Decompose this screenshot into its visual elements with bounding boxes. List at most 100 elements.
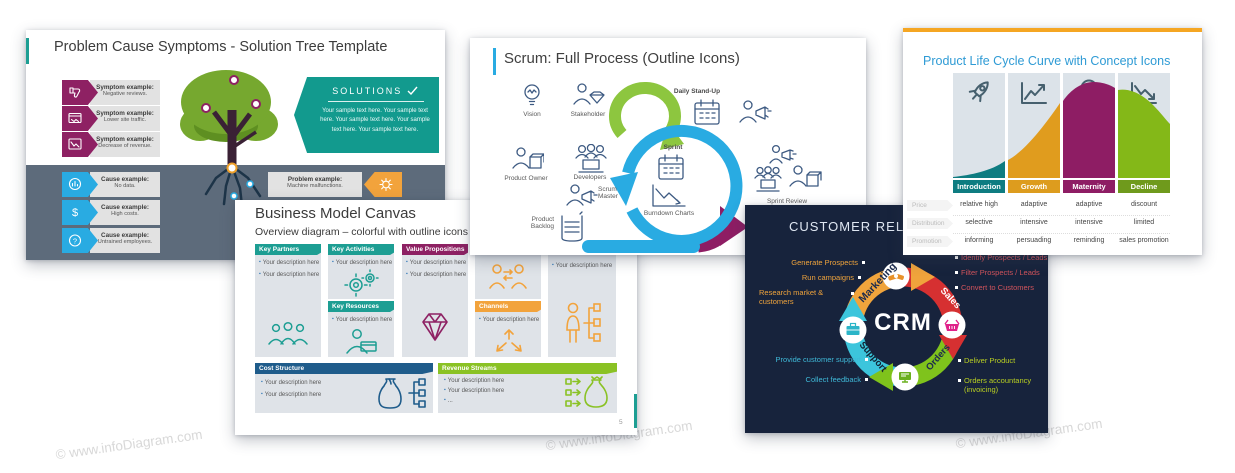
briefcase-icon bbox=[846, 322, 860, 335]
page-number: 5 bbox=[619, 419, 623, 426]
cause-desc: High costs. bbox=[111, 211, 139, 217]
support-item: Collect feedback bbox=[805, 375, 861, 384]
stage-introduction: Introduction bbox=[953, 180, 1005, 193]
bullet-dot bbox=[851, 292, 854, 295]
person-money-icon bbox=[346, 329, 377, 354]
cause-desc: Untrained employees. bbox=[97, 239, 153, 245]
bmc-key-partners: Key Partners Your description here Your … bbox=[255, 244, 321, 357]
person-segments-icon bbox=[566, 302, 601, 343]
sales-item: Filter Prospects / Leads bbox=[961, 268, 1040, 277]
symptom-row: Symptom example: Lower site traffic. bbox=[90, 106, 160, 131]
orders-item: Deliver Product bbox=[964, 356, 1016, 365]
section-header: Key Resources bbox=[328, 301, 394, 312]
bullet-item: Your description here bbox=[261, 379, 321, 386]
cell: discount bbox=[1130, 201, 1158, 208]
symptom-row: Symptom example: Decrease of revenue. bbox=[90, 132, 160, 157]
orders-item: Orders accountancy (invoicing) bbox=[964, 376, 1032, 395]
row-label: Distribution bbox=[907, 218, 953, 229]
slide-business-model-canvas-thumbnail[interactable]: Business Model Canvas Overview diagram –… bbox=[235, 200, 637, 435]
solutions-callout: SOLUTIONS Your sample text here. Your sa… bbox=[294, 77, 439, 153]
review-person-box-icon bbox=[789, 165, 822, 187]
symptom-label: Symptom example: bbox=[96, 136, 154, 143]
dollar-icon: $ bbox=[72, 207, 78, 219]
symptom-label: Symptom example: bbox=[96, 84, 154, 91]
solution-tree-illustration bbox=[180, 70, 278, 208]
support-arrowhead bbox=[839, 297, 867, 321]
marketing-item: Generate Prospects bbox=[791, 258, 858, 267]
scrum-master-label: Scrum Master bbox=[598, 186, 618, 200]
bullet-dot bbox=[865, 378, 868, 381]
table-row: Price relative high adaptive adaptive di… bbox=[903, 198, 1202, 214]
rocket-icon bbox=[968, 81, 989, 103]
cause-row: Cause example: Untrained employees. bbox=[90, 228, 160, 253]
solutions-header: SOLUTIONS bbox=[316, 86, 434, 96]
stage-decline: Decline bbox=[1118, 180, 1170, 193]
slide-scrum-process-thumbnail[interactable]: Scrum: Full Process (Outline Icons) Visi… bbox=[470, 38, 866, 255]
accent-bar bbox=[26, 38, 29, 64]
cell: intensive bbox=[1075, 219, 1103, 226]
cause-label: Cause example: bbox=[101, 176, 149, 183]
table-row: Distribution selective intensive intensi… bbox=[903, 216, 1202, 232]
cell: relative high bbox=[960, 201, 998, 208]
computer-icon bbox=[899, 372, 911, 383]
problem-label: Problem example: bbox=[287, 176, 343, 183]
crm-center-label: CRM bbox=[874, 309, 932, 336]
cell: adaptive bbox=[1020, 201, 1048, 208]
sales-arrowhead bbox=[939, 335, 967, 359]
diamond-icon bbox=[422, 313, 448, 341]
bullet-item: Your description here bbox=[259, 259, 319, 266]
section-header: Channels bbox=[475, 301, 541, 312]
slide-product-life-cycle-thumbnail[interactable]: Product Life Cycle Curve with Concept Ic… bbox=[903, 28, 1202, 255]
lightbulb-icon bbox=[524, 84, 540, 106]
section-header: Value Propositions bbox=[402, 244, 468, 255]
bullet-dot bbox=[955, 286, 958, 289]
bullet-dot bbox=[955, 271, 958, 274]
bullet-item: Your description here bbox=[444, 387, 504, 394]
bullet-item: Your description here bbox=[406, 271, 466, 278]
sprint-review-label: Sprint Review bbox=[766, 198, 808, 205]
handshake-icon bbox=[888, 274, 904, 281]
row-label: Promotion bbox=[907, 236, 953, 247]
cell: informing bbox=[964, 237, 994, 244]
gear-icon bbox=[379, 177, 393, 192]
bullet-dot bbox=[958, 359, 961, 362]
accent-bar bbox=[493, 48, 496, 75]
accent-bar bbox=[634, 394, 637, 428]
slide-title: Business Model Canvas bbox=[255, 205, 416, 222]
marketing-item: Run campaigns bbox=[801, 273, 854, 282]
people-exchange-icon bbox=[489, 264, 527, 289]
section-header: Cost Structure bbox=[255, 363, 433, 374]
sales-item: Identify Prospects / Leads bbox=[961, 253, 1048, 262]
burndown-charts-label: Burndown Charts bbox=[643, 210, 695, 217]
divider bbox=[953, 233, 1170, 234]
cell: intensive bbox=[1020, 219, 1048, 226]
sales-item: Convert to Customers bbox=[961, 283, 1034, 292]
revenue-moneybag-icon bbox=[565, 376, 608, 408]
bmc-revenue-streams: Revenue Streams Your description here Yo… bbox=[438, 363, 617, 413]
cell: persuading bbox=[1016, 237, 1052, 244]
support-item: Provide customer support bbox=[775, 355, 861, 364]
product-backlog-label: Product Backlog bbox=[530, 216, 554, 230]
chart-up-icon bbox=[1021, 82, 1047, 104]
bullet-item: Your description here bbox=[444, 377, 504, 384]
watermark: © www.infoDiagram.com bbox=[54, 426, 204, 463]
marketing-item: Research market & customers bbox=[759, 288, 824, 307]
bullet-item: Your description here bbox=[552, 262, 612, 269]
scrum-master-icon bbox=[566, 184, 598, 206]
bullet-item: Your description here bbox=[261, 391, 321, 398]
solutions-title: SOLUTIONS bbox=[332, 86, 403, 96]
chart-decline-icon bbox=[68, 138, 82, 150]
section-header: Revenue Streams bbox=[438, 363, 617, 374]
cell: adaptive bbox=[1075, 201, 1103, 208]
section-header: Key Activities bbox=[328, 244, 394, 255]
stage-growth: Growth bbox=[1008, 180, 1060, 193]
cell: sales promotion bbox=[1119, 237, 1169, 244]
review-megaphone-person-icon bbox=[769, 144, 797, 164]
stakeholder-icon bbox=[573, 83, 605, 105]
browser-decline-icon bbox=[68, 112, 82, 124]
bmc-channels: Channels Your description here bbox=[475, 301, 541, 357]
developers-icon bbox=[575, 144, 607, 173]
channels-arrows-icon bbox=[496, 329, 522, 352]
marketing-arrowhead bbox=[911, 263, 935, 291]
bullet-dot bbox=[858, 276, 861, 279]
